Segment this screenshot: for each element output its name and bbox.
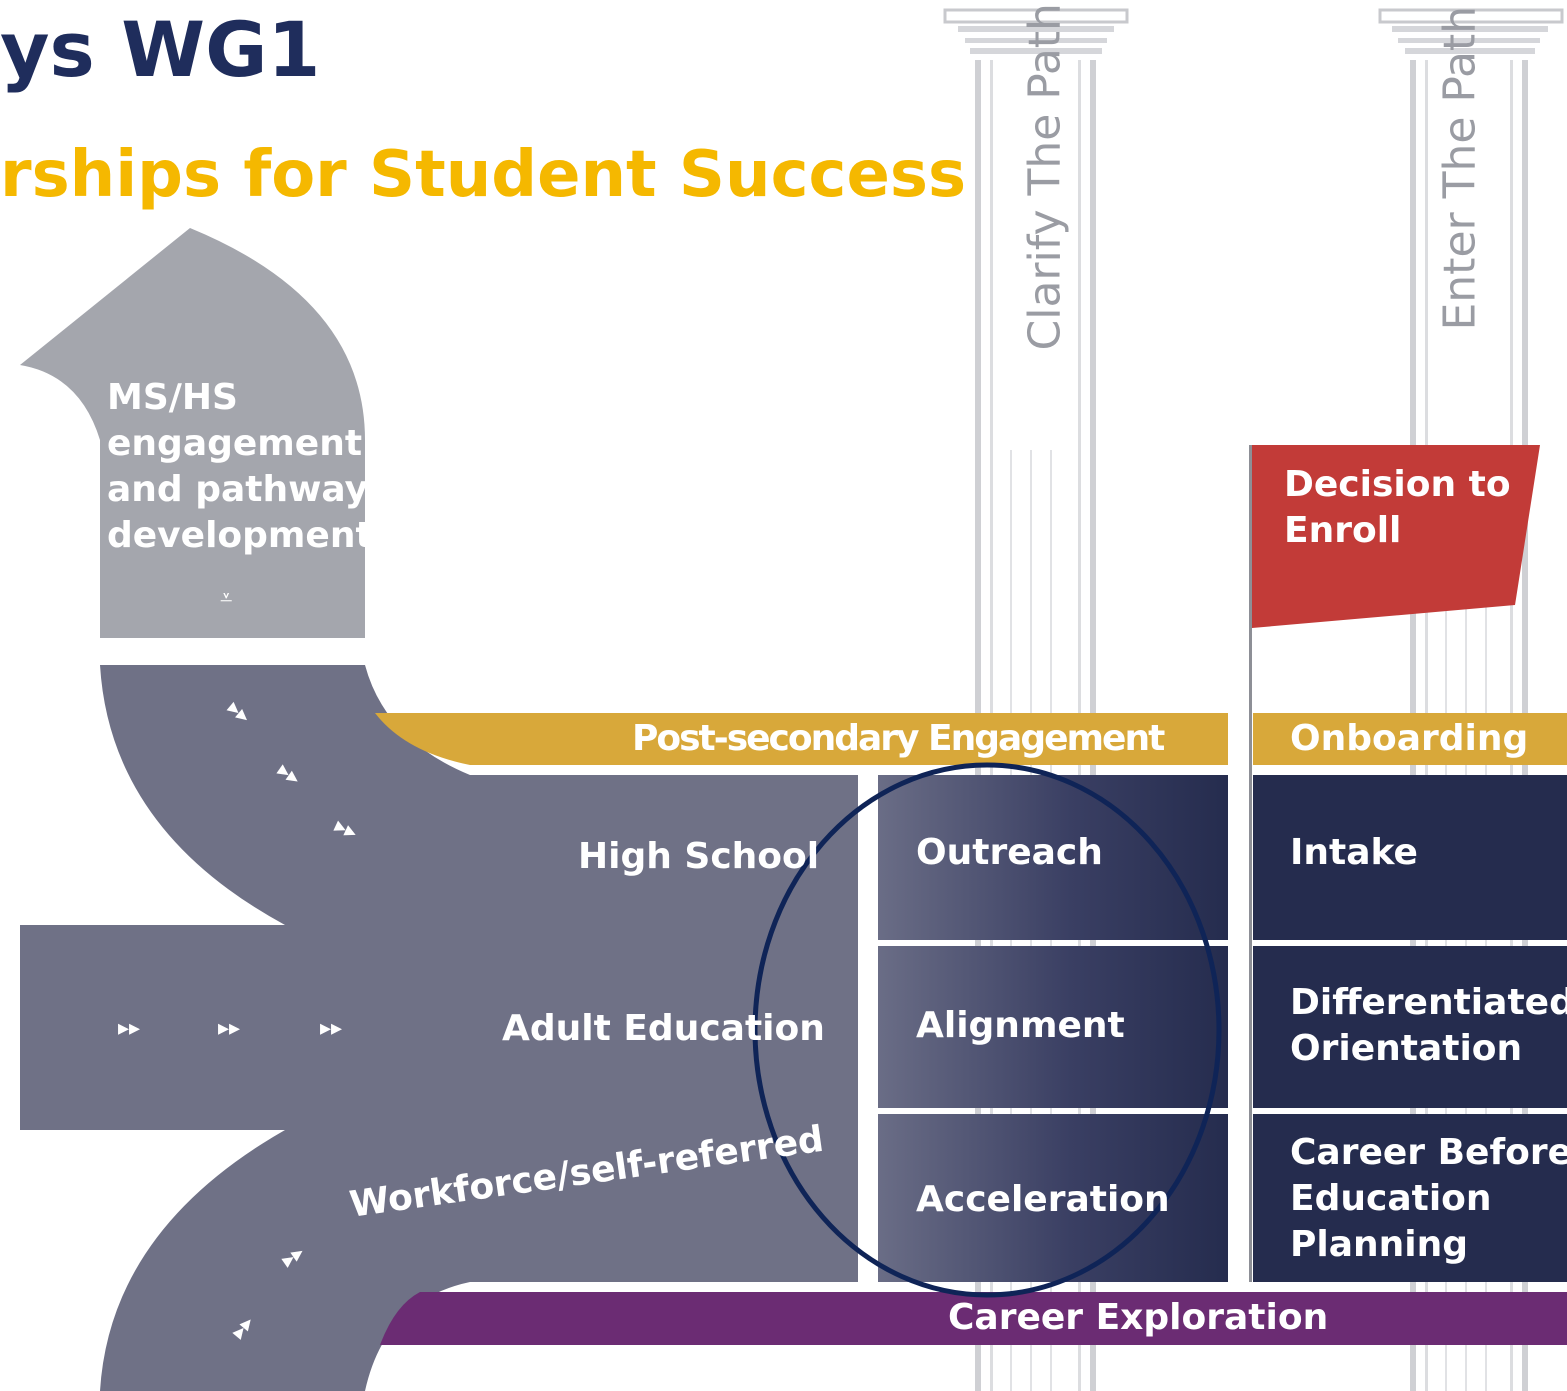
road-label-high-school: High School [578, 836, 820, 877]
double-chevron-icon: ▸▸ [320, 1016, 343, 1041]
cell-planning: Career Before Education Planning [1290, 1132, 1567, 1265]
cell-planning-bg [1253, 1114, 1567, 1282]
cell-orientation: Differentiated Orientation [1290, 982, 1567, 1069]
career-exploration-band [380, 1292, 1567, 1345]
mshs-label: MS/HS engagement and pathway development [107, 377, 373, 556]
double-chevron-icon: ⩡ [220, 586, 233, 611]
cell-outreach: Outreach [916, 832, 1103, 873]
cell-outreach-bg [878, 775, 1228, 940]
onboarding-label: Onboarding [1290, 718, 1529, 759]
flag-pole [1249, 445, 1252, 1282]
career-exploration-label: Career Exploration [948, 1297, 1329, 1338]
page-subtitle: rships for Student Success [0, 138, 967, 212]
highlight-circle [752, 762, 1222, 1298]
pillar-label-enter: Enter The Path [1434, 5, 1486, 331]
post-secondary-band [375, 713, 1228, 765]
cell-acceleration: Acceleration [916, 1179, 1170, 1220]
mshs-arrow-shape [20, 228, 365, 638]
cell-alignment: Alignment [916, 1005, 1125, 1046]
post-secondary-label: Post-secondary Engagement [632, 718, 1165, 759]
pillar-label-clarify: Clarify The Path [1019, 3, 1071, 351]
onboarding-band [1253, 713, 1567, 765]
road-label-adult-education: Adult Education [502, 1008, 825, 1049]
cell-orientation-bg [1253, 946, 1567, 1108]
cell-intake-bg [1253, 775, 1567, 940]
page-title: ys WG1 [0, 5, 321, 94]
decision-flag-label: Decision to Enroll [1284, 464, 1511, 551]
road-shape [20, 665, 858, 1391]
cell-acceleration-bg [878, 1114, 1228, 1282]
decision-flag-shape [1252, 445, 1540, 628]
cell-alignment-bg [878, 946, 1228, 1108]
cell-intake: Intake [1290, 832, 1418, 873]
double-chevron-icon: ▸▸ [218, 1016, 241, 1041]
double-chevron-icon: ▸▸ [118, 1016, 141, 1041]
